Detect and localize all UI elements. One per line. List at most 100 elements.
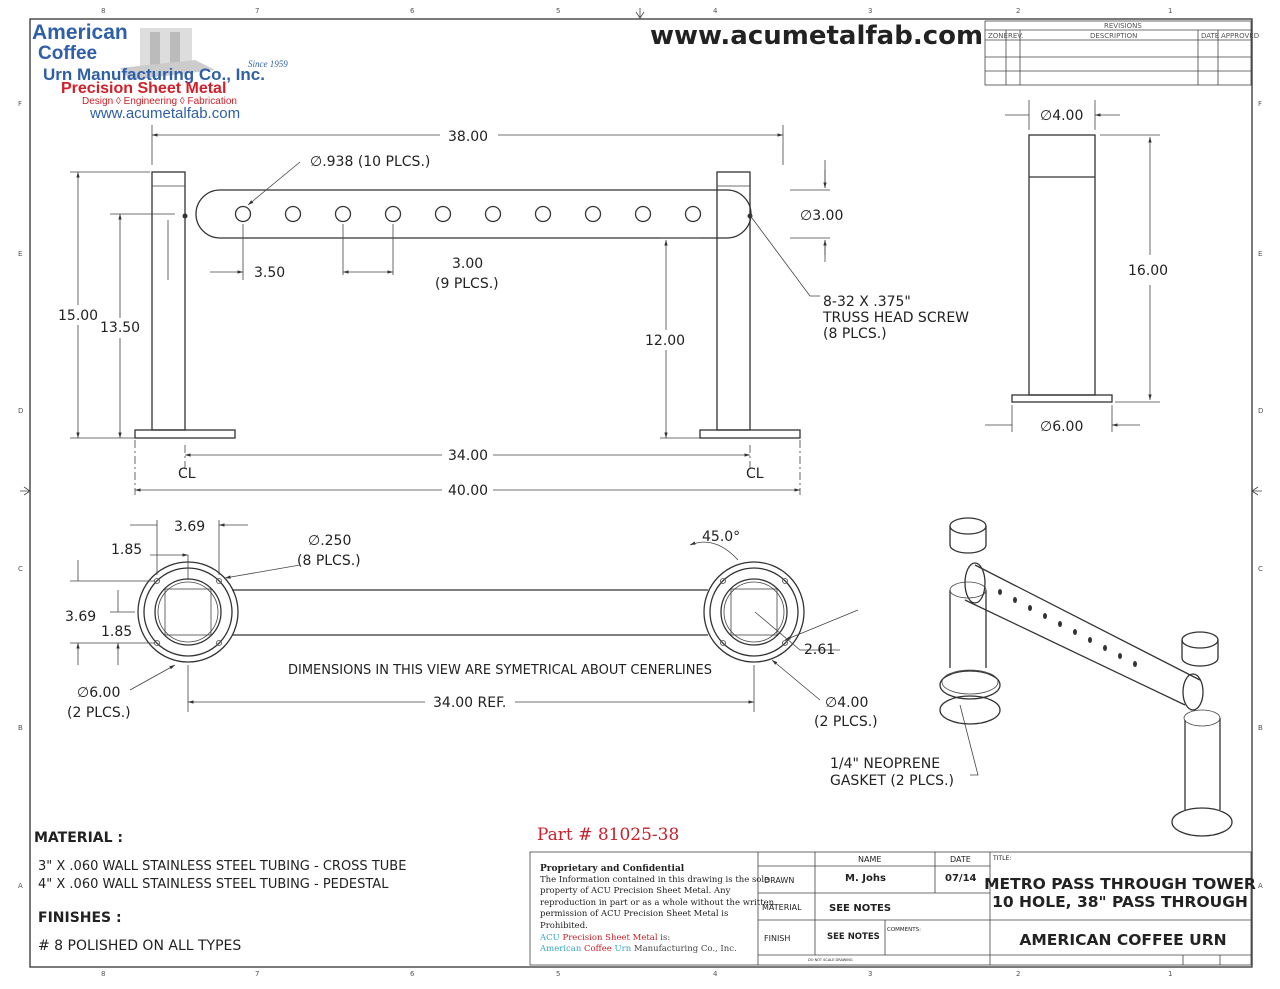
title_block-title_2-text: 10 HOLE, 38" PASS THROUGH [992,893,1248,911]
notes-material_1-text: 3" X .060 WALL STAINLESS STEEL TUBING - … [38,859,406,874]
zones-columns-0-text: 8 [101,7,105,15]
zones-columns-1-text: 7 [255,970,259,978]
notes-finish_1-text: # 8 POLISHED ON ALL TYPES [38,938,241,954]
company-logo: American Coffee Urn Manufacturing Co., I… [32,21,288,122]
title_block-acu_1-text: ACU [539,933,560,943]
notes-material_2-text: 4" X .060 WALL STAINLESS STEEL TUBING - … [38,877,389,892]
zones-rows-5-text: A [18,882,23,890]
title_block-drawn_date-text: 07/14 [945,873,977,884]
zones-rows-1-text: E [18,250,22,258]
top_view-d185_left-text: 1.85 [101,624,132,640]
title_block-name_hdr-text: NAME [858,855,881,864]
zones-columns-6-text: 2 [1016,970,1020,978]
front_view-screw_line3-text: (8 PLCS.) [823,326,887,342]
title_block-prop_lines-3-text: permission of ACU Precision Sheet Metal … [540,909,728,919]
zones-columns-2-text: 6 [410,7,415,15]
revisions-headers-0-text: ZONE [988,32,1008,40]
zones-columns-2-text: 6 [410,970,415,978]
title_block-prop_lines-1-text: property of ACU Precision Sheet Metal. A… [540,886,731,896]
zones-rows-0-text: F [18,100,22,108]
top_view-post_count-text: (2 PLCS.) [814,714,878,730]
zones-rows-4-text: B [18,724,23,732]
zone-markers: 8 7 6 5 4 3 2 1 8 7 6 5 4 3 2 1 F E D C … [18,7,1263,978]
top_view-angle-text: 45.0° [702,529,740,545]
title_block-prop_lines-2-text: reproduction in part or as a whole witho… [540,898,775,908]
zones-columns-4-text: 4 [713,970,718,978]
side_view-height-text: 16.00 [1128,263,1168,279]
top_view-symmetry_note-text: DIMENSIONS IN THIS VIEW ARE SYMETRICAL A… [288,663,712,678]
zones-rows-0-text: F [1258,100,1262,108]
front_view-overall_top-text: 38.00 [448,129,488,145]
notes-finishes_heading-text: FINISHES : [38,910,122,926]
zones-columns-6-text: 2 [1016,7,1020,15]
iso_view-gasket_line2-text: GASKET (2 PLCS.) [830,773,954,789]
title_block-urn-text: Urn [614,944,631,954]
zones-rows-1-text: E [1258,250,1262,258]
notes-material_heading-text: MATERIAL : [34,830,123,846]
title_block-coffee-text: Coffee [584,944,612,954]
top_view-base_count-text: (2 PLCS.) [67,705,131,721]
title_block-date_hdr-text: DATE [950,855,971,864]
header-url[interactable]: www.acumetalfab.com [650,21,983,51]
logo-since-text: Since 1959 [248,59,288,69]
top_view-hole_count-text: (8 PLCS.) [297,553,361,569]
front_view-first_hole-text: 3.50 [254,265,285,281]
zones-columns-3-text: 5 [556,7,560,15]
front-view: 38.00 ∅.938 (10 PLCS.) ∅3.00 3.50 3.00 (… [58,125,969,499]
zones-rows-3-text: C [18,565,23,573]
logo-line1-text: American [32,21,128,44]
zones-columns-5-text: 3 [868,970,872,978]
logo-tagline-text: Precision Sheet Metal [61,80,226,97]
logo-services-text: Design ◊ Engineering ◊ Fabrication [82,96,237,107]
top_view-radius-text: 2.61 [804,642,835,658]
front_view-centerline-text: CL [746,466,764,482]
zones-columns-1-text: 7 [255,7,259,15]
title_block-comments_lbl-text: COMMENTS: [887,927,921,933]
svg-text:American Coffee Urn Manufactur: American Coffee Urn Manufacturing Co., I… [539,944,737,954]
title_block-drawn_lbl-text: DRAWN [764,876,794,885]
title_block-material_lbl-text: MATERIAL [762,903,802,912]
title_block-title_lbl-text: TITLE: [992,855,1011,862]
top_view-base_dia-text: ∅6.00 [77,685,120,701]
top_view-d369_top-text: 3.69 [174,519,205,535]
title_block-prop_lines-4-text: Prohibited. [540,921,588,931]
front_view-centerline-text: CL [178,466,196,482]
front_view-screw_line1-text: 8-32 X .375" [823,294,911,310]
title_block-finish_lbl-text: FINISH [764,934,790,943]
revisions-title-text: REVISIONS [1104,22,1142,30]
title_block-acu_2-text: Precision Sheet Metal [563,933,658,943]
zones-columns-4-text: 4 [713,7,718,15]
notes: MATERIAL : 3" X .060 WALL STAINLESS STEE… [34,825,679,954]
zones-rows-3-text: C [1258,565,1263,573]
front_view-hole_spacing_count-text: (9 PLCS.) [435,276,499,292]
top-view: 3.69 1.85 3.69 1.85 ∅.250 (8 PLCS.) 45.0… [65,519,878,730]
front_view-screw_line2-text: TRUSS HEAD SCREW [822,310,969,326]
title_block-title_1-text: METRO PASS THROUGH TOWER [984,875,1256,893]
zones-columns-7-text: 1 [1168,7,1172,15]
side_view-top_dia-text: ∅4.00 [1040,108,1083,124]
title_block-finish_val-text: SEE NOTES [827,932,880,942]
svg-text:ACU Precision Sheet Metal is:: ACU Precision Sheet Metal is: [539,933,670,943]
revision-table: REVISIONS ZONE REV. DESCRIPTION DATE APP… [984,20,1259,86]
front_view-hole_callout-text: ∅.938 (10 PLCS.) [310,154,430,170]
top_view-post_dia-text: ∅4.00 [825,695,868,711]
revisions-headers-1-text: REV. [1008,32,1023,40]
zones-columns-7-text: 1 [1168,970,1172,978]
revisions-headers-4-text: APPROVED [1221,32,1259,40]
revisions-headers-3-text: DATE [1201,32,1219,40]
front_view-overall_base-text: 40.00 [448,483,488,499]
zones-rows-2-text: D [1258,407,1263,415]
top_view-hole_dia-text: ∅.250 [308,533,351,549]
front_view-height_tube-text: 13.50 [100,320,140,336]
side_view-base_dia-text: ∅6.00 [1040,419,1083,435]
isometric-view: 1/4" NEOPRENE GASKET (2 PLCS.) [830,517,1233,837]
title_block-no_scale-text: DO NOT SCALE DRAWING [808,958,853,962]
top_view-d185_top-text: 1.85 [111,542,142,558]
logo-line3-text: Urn Manufacturing Co., Inc. [43,65,265,84]
front_view-hole_spacing-text: 3.00 [452,256,483,272]
front_view-height_right-text: 12.00 [645,333,685,349]
side-view: ∅4.00 16.00 ∅6.00 [985,100,1168,435]
title_block-prop_heading-text: Proprietary and Confidential [540,864,685,874]
logo-line2-text: Coffee [38,43,97,64]
